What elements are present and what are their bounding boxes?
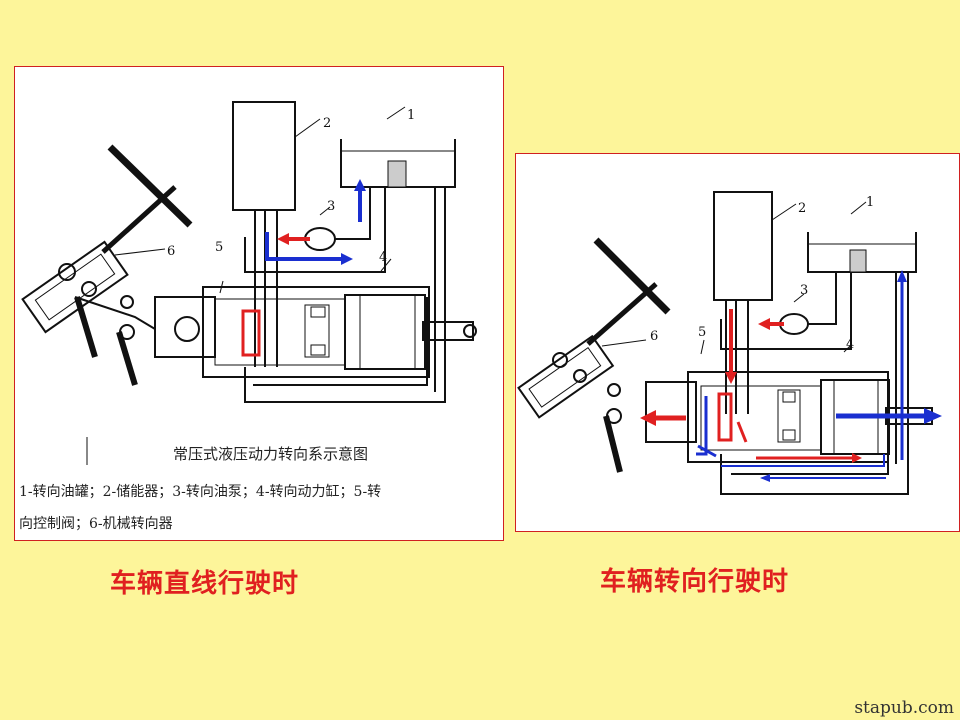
right-part-number-1: 1	[866, 195, 874, 210]
flow-arrows-turning	[640, 270, 942, 482]
straight-driving-diagram-panel: 1 2 3 4 5 6 常压式液压动力转向系示意图 1-转向油罐；2-储能器；3…	[14, 66, 504, 541]
straight-driving-label: 车辆直线行驶时	[110, 569, 300, 599]
right-part-number-2: 2	[798, 201, 806, 216]
left-part-number-5: 5	[215, 240, 223, 255]
left-part-number-6: 6	[167, 244, 175, 259]
diagram-legend-line-1: 1-转向油罐；2-储能器；3-转向油泵；4-转向动力缸；5-转	[19, 484, 382, 500]
diagram-legend-line-2: 向控制阀；6-机械转向器	[19, 516, 173, 532]
turning-driving-label: 车辆转向行驶时	[600, 567, 790, 597]
flow-arrows-straight	[241, 179, 366, 357]
hydraulic-steering-diagram-straight: 1 2 3 4 5 6	[21, 101, 477, 465]
right-part-number-5: 5	[698, 325, 706, 340]
watermark-text: stapub.com	[854, 698, 954, 718]
left-part-number-4: 4	[379, 250, 387, 265]
right-part-number-6: 6	[650, 329, 658, 344]
turning-diagram-panel: 1 2 3 4 5 6	[515, 153, 960, 532]
left-part-number-1: 1	[407, 108, 415, 123]
right-part-number-3: 3	[800, 283, 808, 298]
right-part-number-4: 4	[846, 337, 854, 352]
hydraulic-steering-diagram-turning: 1 2 3 4 5 6	[517, 191, 942, 495]
left-part-number-2: 2	[323, 116, 331, 131]
diagram-caption-title: 常压式液压动力转向系示意图	[173, 445, 369, 463]
left-part-number-3: 3	[327, 199, 335, 214]
